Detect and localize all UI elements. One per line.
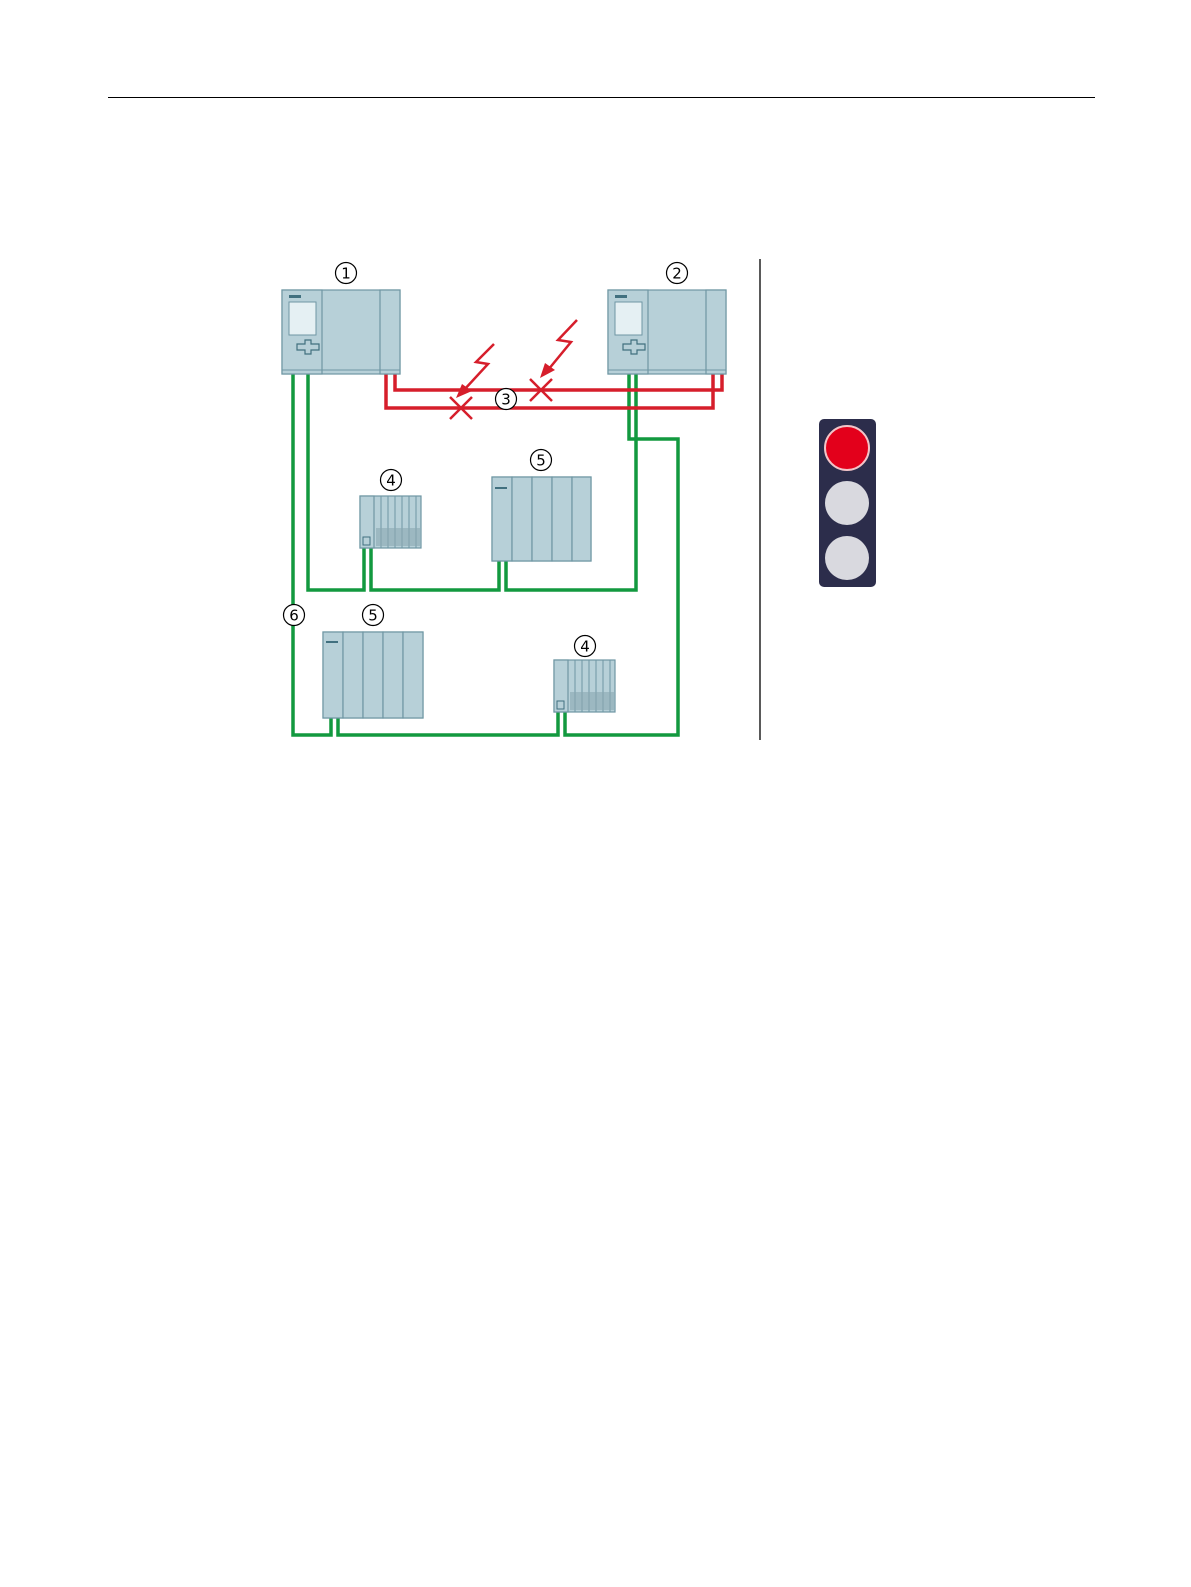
- svg-text:4: 4: [580, 638, 590, 656]
- svg-text:6: 6: [289, 607, 299, 625]
- callout-5-upper: 5: [531, 450, 552, 471]
- callout-1: 1: [336, 263, 357, 284]
- lamp-red: [825, 426, 869, 470]
- io-device-small-upper: [360, 496, 421, 548]
- svg-text:4: 4: [386, 472, 396, 490]
- callout-4-lower: 4: [575, 636, 596, 657]
- svg-text:5: 5: [536, 452, 546, 470]
- io-device-large-upper: [492, 477, 591, 561]
- profinet-line: [308, 374, 364, 590]
- io-device-small-lower: [554, 660, 615, 712]
- sync-line: [395, 374, 722, 390]
- traffic-light-icon: [819, 419, 876, 587]
- io-device-large-lower: [323, 632, 423, 718]
- callout-5-lower: 5: [363, 605, 384, 626]
- callout-3: 3: [496, 389, 517, 410]
- lamp-yellow: [825, 481, 869, 525]
- cpu-2: [608, 290, 726, 374]
- cpu-1: [282, 290, 400, 374]
- lamp-green: [825, 536, 869, 580]
- lightning-fault-icon: [540, 320, 577, 378]
- callout-4-upper: 4: [381, 470, 402, 491]
- sync-lines: [386, 374, 722, 408]
- svg-text:1: 1: [341, 265, 351, 283]
- svg-text:5: 5: [368, 607, 378, 625]
- callout-6: 6: [284, 605, 305, 626]
- callout-2: 2: [667, 263, 688, 284]
- svg-text:2: 2: [672, 265, 682, 283]
- profinet-line: [371, 548, 499, 590]
- svg-text:3: 3: [501, 391, 511, 409]
